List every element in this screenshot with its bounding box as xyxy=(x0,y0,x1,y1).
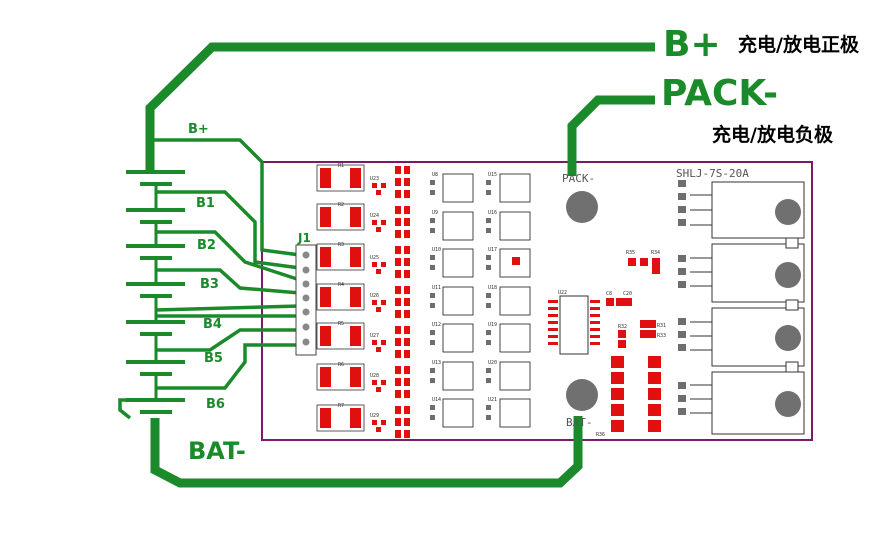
misc-parts xyxy=(606,258,661,432)
bat-minus-wire xyxy=(150,416,583,488)
label-u27: U27 xyxy=(370,333,379,339)
board-bplus-label: B+ xyxy=(188,122,209,137)
label-c8: C8 xyxy=(606,291,612,297)
label-u26: U26 xyxy=(370,293,379,299)
output-connectors xyxy=(678,180,805,435)
label-u22: U22 xyxy=(558,290,567,296)
label-u20: U20 xyxy=(488,360,497,366)
label-r6: R6 xyxy=(338,362,344,368)
board-model-label: SHLJ-7S-20A xyxy=(676,167,749,180)
label-u8: U8 xyxy=(432,172,438,178)
label-u19: U19 xyxy=(488,322,497,328)
label-r36: R36 xyxy=(596,432,605,438)
resistor-column xyxy=(320,168,361,428)
battery-stack xyxy=(126,170,185,414)
label-r35: R35 xyxy=(626,250,635,256)
cell-label-b3: B3 xyxy=(200,277,219,292)
label-u16: U16 xyxy=(488,210,497,216)
label-u12: U12 xyxy=(432,322,441,328)
pack-mount-hole xyxy=(566,191,598,223)
pcb-outline xyxy=(261,161,813,441)
cell-label-b6: B6 xyxy=(206,397,225,412)
label-u23: U23 xyxy=(370,176,379,182)
label-c20: C20 xyxy=(623,291,632,297)
balance-wires xyxy=(118,138,301,420)
b-plus-wire xyxy=(145,42,655,172)
cell-label-b2: B2 xyxy=(197,238,216,253)
board-pack-label: PACK- xyxy=(562,172,595,185)
b-plus-description: 充电/放电正极 xyxy=(738,33,860,56)
label-u17: U17 xyxy=(488,247,497,253)
cell-label-b1: B1 xyxy=(196,196,215,211)
label-u24: U24 xyxy=(370,213,379,219)
label-r7: R7 xyxy=(338,403,344,409)
ic-column-b xyxy=(430,173,531,428)
j1-label: J1 xyxy=(297,231,311,245)
label-u28: U28 xyxy=(370,373,379,379)
label-u14: U14 xyxy=(432,397,441,403)
label-r4: R4 xyxy=(338,282,344,288)
cell-label-b4: B4 xyxy=(203,317,222,332)
board-bat-label: BAT- xyxy=(566,416,593,429)
label-r33: R33 xyxy=(657,333,666,339)
label-r5: R5 xyxy=(338,321,344,327)
pad-column xyxy=(395,166,410,438)
pack-minus-label: PACK- xyxy=(661,73,778,114)
sot-column xyxy=(372,183,386,432)
label-r32: R32 xyxy=(618,324,627,330)
label-r31: R31 xyxy=(657,323,666,329)
bat-mount-hole xyxy=(566,379,598,411)
label-u15: U15 xyxy=(488,172,497,178)
b-plus-label: B+ xyxy=(663,24,721,65)
label-r2: R2 xyxy=(338,202,344,208)
bat-minus-label: BAT- xyxy=(188,437,246,465)
label-u10: U10 xyxy=(432,247,441,253)
label-u11: U11 xyxy=(432,285,441,291)
cell-label-b5: B5 xyxy=(204,351,223,366)
main-ic xyxy=(548,295,600,355)
label-r34: R34 xyxy=(651,250,660,256)
resistor-outlines xyxy=(316,164,365,432)
label-u21: U21 xyxy=(488,397,497,403)
pack-minus-description: 充电/放电负极 xyxy=(712,123,834,146)
label-r3: R3 xyxy=(338,242,344,248)
label-u13: U13 xyxy=(432,360,441,366)
pack-minus-wire xyxy=(567,95,655,176)
label-u9: U9 xyxy=(432,210,438,216)
j1-connector xyxy=(295,244,317,356)
label-u29: U29 xyxy=(370,413,379,419)
label-r1: R1 xyxy=(338,163,344,169)
label-u25: U25 xyxy=(370,255,379,261)
label-u18: U18 xyxy=(488,285,497,291)
